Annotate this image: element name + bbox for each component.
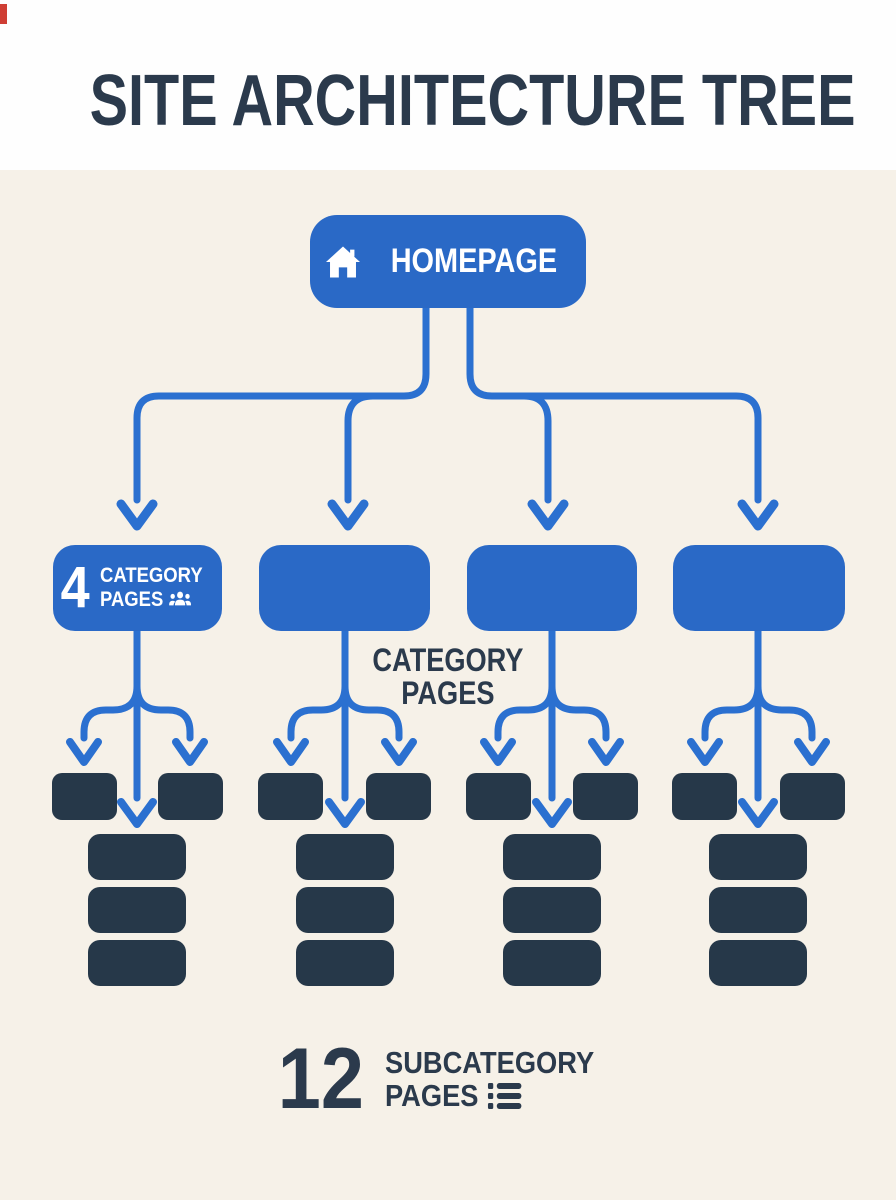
list-icon — [488, 1082, 522, 1109]
subcategory-label-line1: SUBCATEGORY — [384, 1044, 595, 1080]
subcategory-stat: 12 SUBCATEGORY PAGES — [0, 1031, 896, 1127]
red-corner-mark — [0, 4, 7, 24]
category-node-3[interactable] — [467, 545, 637, 631]
subpage-box[interactable] — [503, 940, 601, 986]
category-label-line1: CATEGORY — [99, 564, 203, 588]
subpage-stack-4 — [709, 834, 807, 986]
subpage-box[interactable] — [88, 834, 186, 880]
homepage-label: HOMEPAGE — [390, 242, 558, 280]
subpage-box[interactable] — [466, 773, 531, 820]
category-count: 4 — [60, 555, 90, 620]
header-band — [0, 0, 896, 170]
page-title: SITE ARCHITECTURE TREE — [89, 61, 856, 141]
subcategory-label-line2: PAGES — [384, 1077, 479, 1113]
subpage-box[interactable] — [366, 773, 431, 820]
subpage-stack-2 — [296, 834, 394, 986]
subpage-box[interactable] — [573, 773, 638, 820]
subpage-box[interactable] — [709, 887, 807, 933]
subpage-box[interactable] — [709, 834, 807, 880]
homepage-node[interactable]: HOMEPAGE — [310, 215, 586, 308]
subpage-stack-3 — [503, 834, 601, 986]
subpage-box[interactable] — [52, 773, 117, 820]
subpage-box[interactable] — [296, 940, 394, 986]
caption-line1: CATEGORY — [372, 642, 524, 678]
subpage-box[interactable] — [88, 887, 186, 933]
subpage-box[interactable] — [88, 940, 186, 986]
subpage-box[interactable] — [258, 773, 323, 820]
category-node-2[interactable] — [259, 545, 430, 631]
subpage-box[interactable] — [672, 773, 737, 820]
category-label-line2: PAGES — [99, 588, 164, 611]
subcategory-count: 12 — [278, 1031, 365, 1127]
subpage-stack-1 — [88, 834, 186, 986]
category-node-1[interactable]: 4 CATEGORY PAGES — [53, 545, 222, 631]
subpage-box[interactable] — [158, 773, 223, 820]
subpage-box[interactable] — [709, 940, 807, 986]
category-caption: CATEGORY PAGES — [0, 642, 896, 712]
subpage-box[interactable] — [296, 887, 394, 933]
subpage-box[interactable] — [296, 834, 394, 880]
home-icon — [326, 246, 361, 277]
users-icon — [168, 591, 191, 606]
subpage-box[interactable] — [503, 887, 601, 933]
category-node-4[interactable] — [673, 545, 845, 631]
caption-line2: PAGES — [401, 675, 495, 712]
subpage-box[interactable] — [503, 834, 601, 880]
subpage-box[interactable] — [780, 773, 845, 820]
